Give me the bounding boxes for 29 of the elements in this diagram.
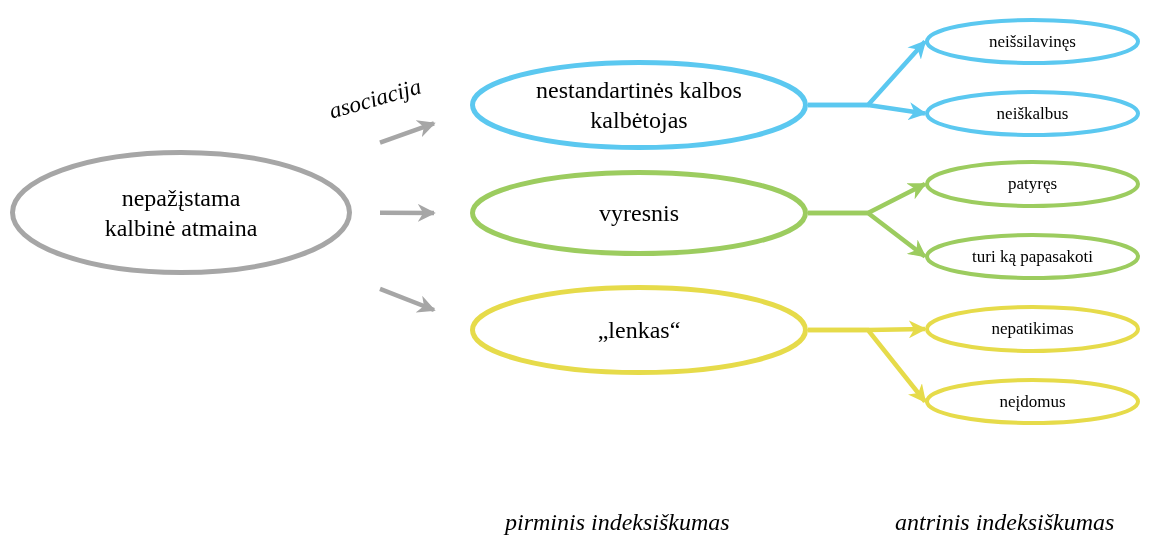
ellipse-node [470, 170, 808, 256]
arrow [808, 210, 927, 259]
arrow [379, 286, 436, 313]
node-label: nepažįstama kalbinė atmaina [103, 183, 259, 243]
node-label: vyresnis [599, 199, 679, 228]
node-label: nestandartinės kalbos kalbėtojas [535, 76, 743, 135]
column-caption: pirminis indeksiškumas [505, 508, 731, 537]
node-label: „lenkas“ [597, 316, 681, 345]
arrow [808, 102, 927, 120]
ellipse-node [925, 160, 1140, 208]
ellipse-node [470, 285, 808, 375]
ellipse-node [925, 233, 1140, 280]
ellipse-node [925, 305, 1140, 353]
ellipse-node [925, 378, 1140, 425]
ellipse-node [470, 60, 808, 150]
edge-label: asociacija [325, 72, 425, 126]
arrow [379, 120, 436, 145]
ellipse-node [10, 150, 352, 275]
ellipse-node [925, 90, 1140, 137]
node-label: neįdomus [999, 390, 1066, 413]
node-label: nepatikimas [991, 318, 1074, 340]
node-label: neiškalbus [996, 102, 1069, 125]
node-label: turi ką papasakoti [972, 245, 1093, 268]
node-label: neišsilavinęs [989, 30, 1076, 53]
arrow [380, 203, 436, 222]
ellipse-node [925, 18, 1140, 65]
node-label: patyręs [1007, 173, 1058, 195]
arrow [808, 327, 927, 403]
column-caption: antrinis indeksiškumas [895, 508, 1116, 537]
